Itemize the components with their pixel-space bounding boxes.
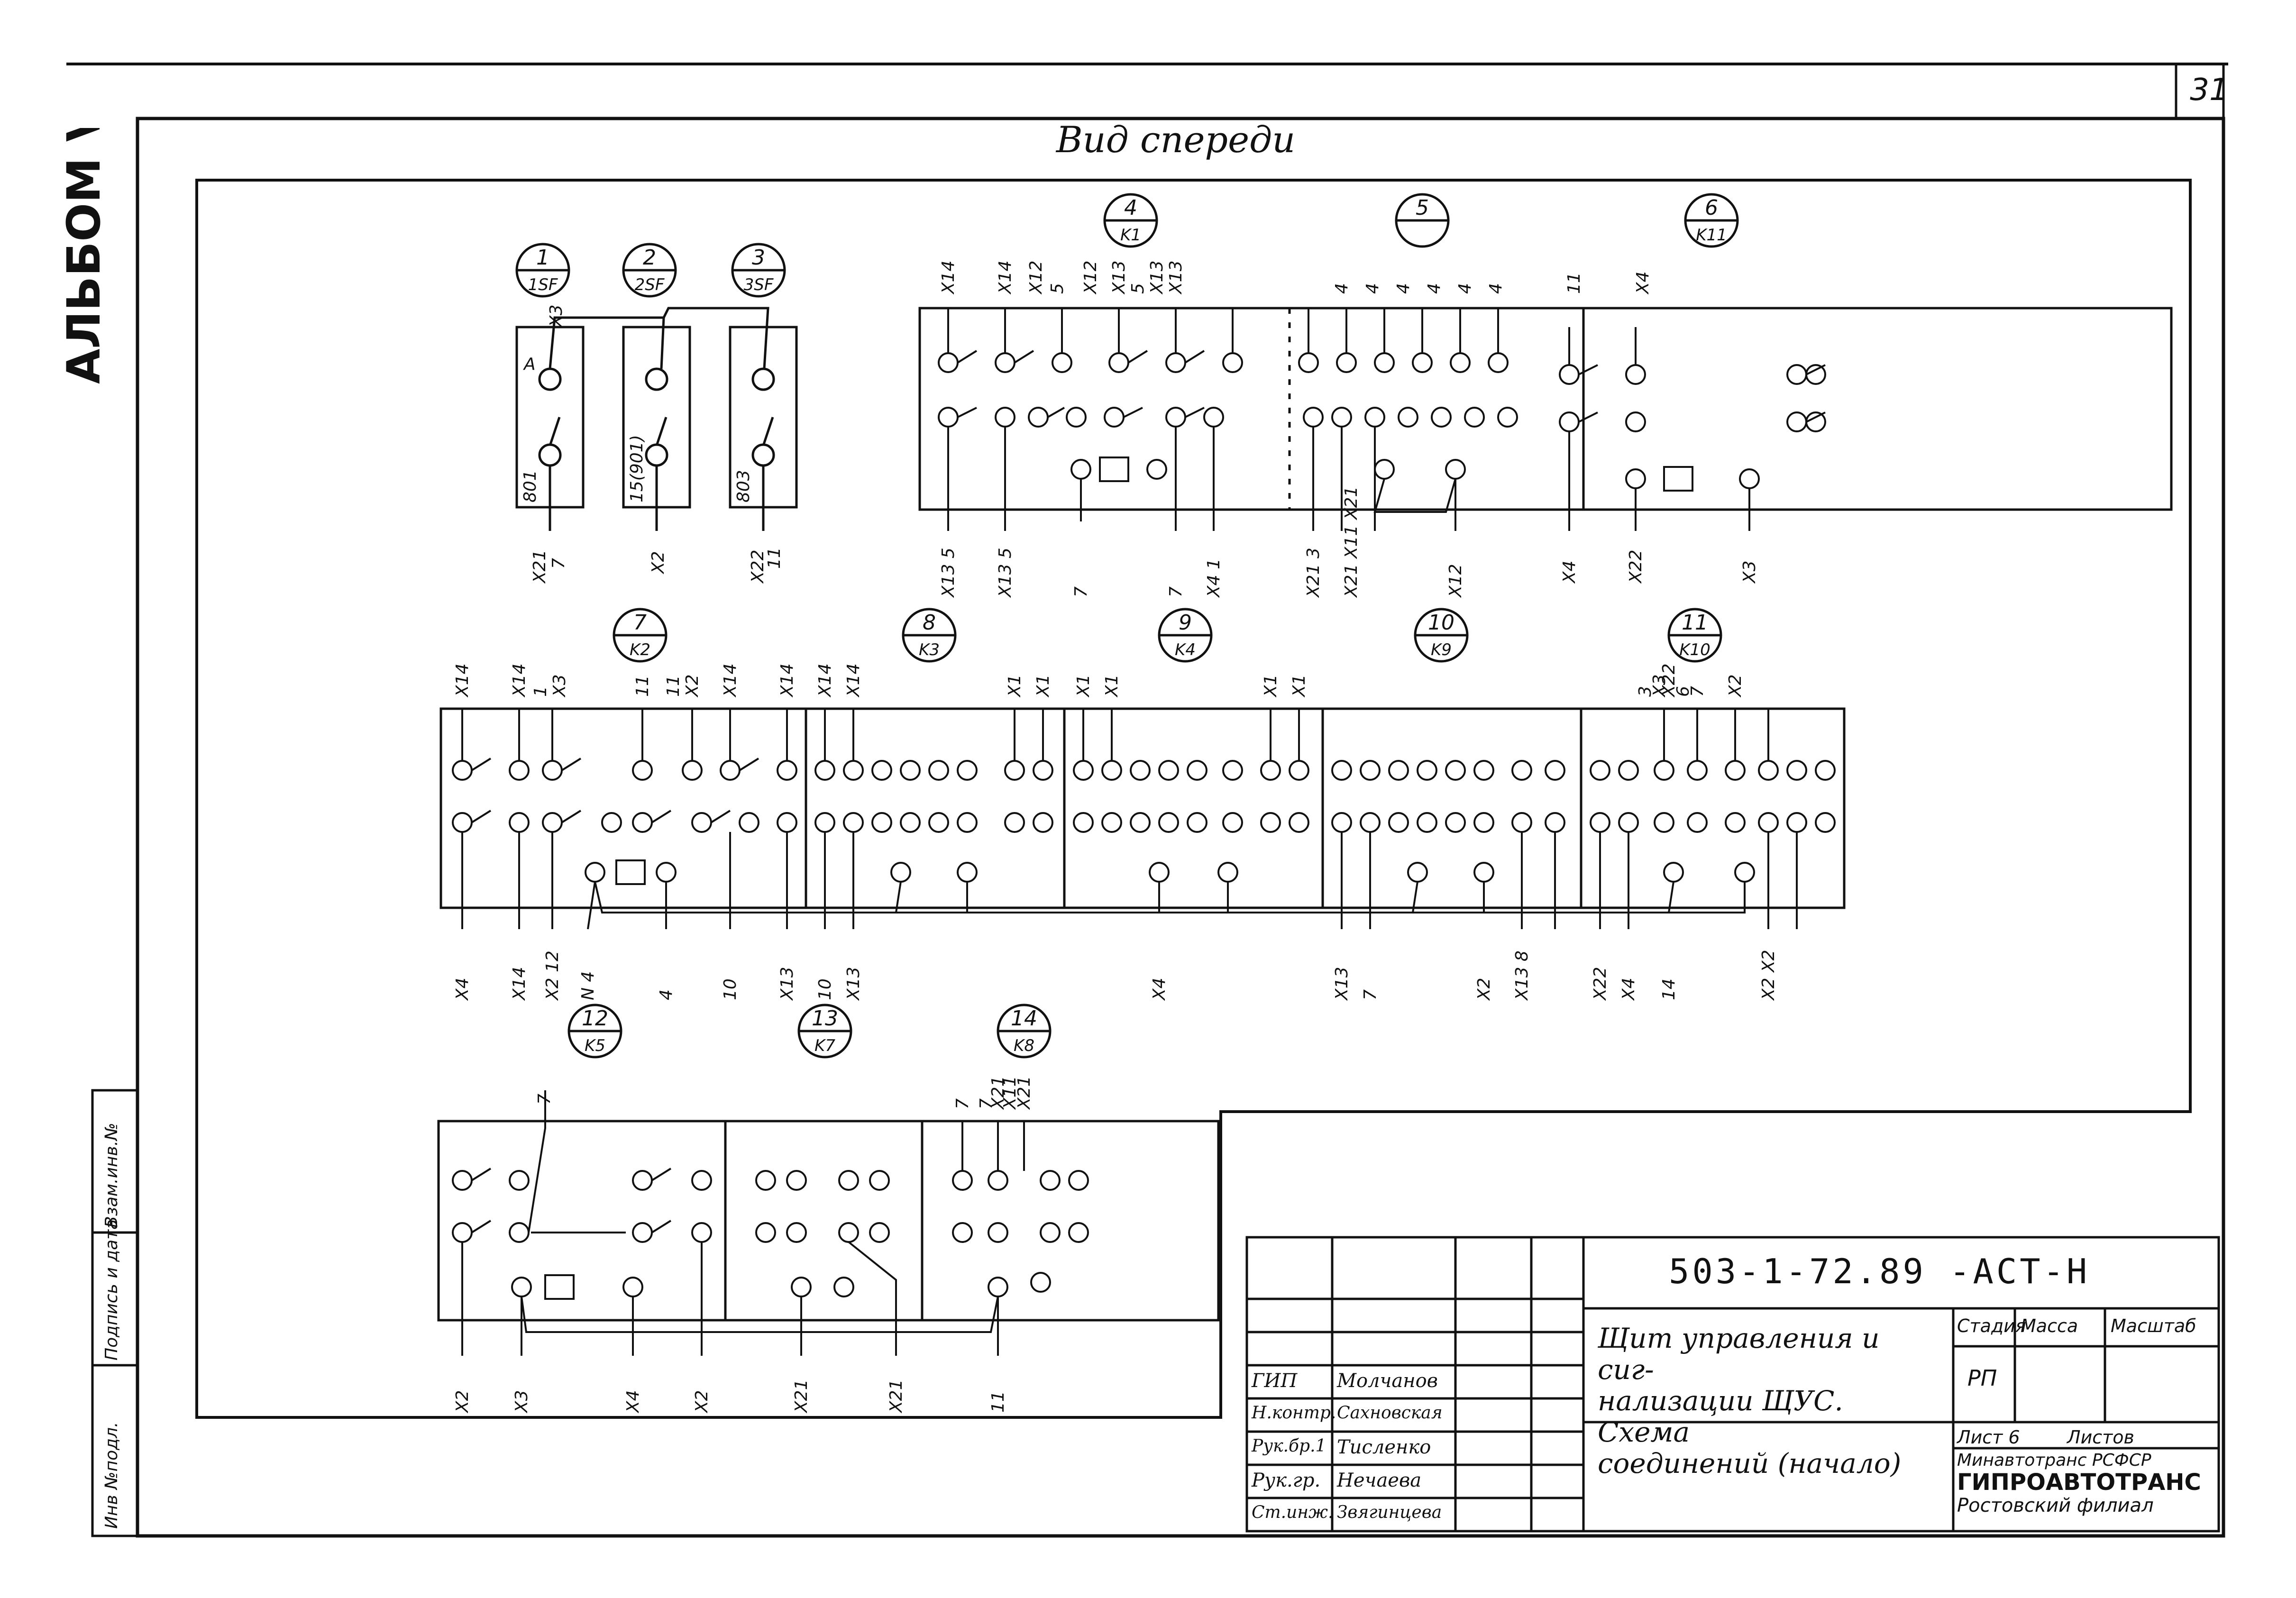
side-sign-label: Подпись и дата (102, 1219, 121, 1361)
mass-label: Масса (2021, 1315, 2078, 1336)
terminals-row1 (938, 352, 1826, 492)
staff-name: Звягинцева (1337, 1503, 1442, 1522)
staff-name: Тисленко (1337, 1436, 1431, 1458)
page-number: 31 (2190, 73, 2229, 108)
svg-text:АЛЬБОМ V: АЛЬБОМ V (57, 128, 110, 384)
staff-role: Н.контр. (1252, 1403, 1336, 1423)
side-replace-label: Взам.инв.№ (102, 1123, 121, 1228)
staff-name: Нечаева (1337, 1470, 1422, 1491)
inner-frame (136, 117, 2225, 1538)
title-block-grid (1245, 1236, 2220, 1533)
staff-name: Сахновская (1337, 1403, 1443, 1423)
document-description: Щит управления и сиг- нализации ЩУС. Схе… (1598, 1323, 1939, 1479)
terminals-row3 (452, 1170, 1089, 1300)
org-line2: ГИПРОАВТОТРАНС (1957, 1469, 2201, 1496)
sheet-label: Лист 6 (1957, 1427, 2020, 1448)
side-inv-label: Инв №подл. (102, 1422, 121, 1529)
document-code: 503-1-72.89 -АСТ-Н (1669, 1251, 2090, 1291)
view-title: Вид спереди (1056, 119, 1296, 161)
staff-name: Молчанов (1337, 1370, 1438, 1392)
staff-role: Рук.гр. (1252, 1470, 1321, 1491)
terminals-row2 (452, 760, 1836, 885)
breaker-group (515, 307, 798, 531)
panel-outline (195, 179, 2192, 1419)
stage-value: РП (1967, 1365, 1997, 1391)
album-title: АЛЬБОМ V (57, 128, 110, 384)
staff-role: ГИП (1252, 1370, 1298, 1392)
relay-panel-2 (439, 707, 1846, 909)
staff-role: Ст.инж. (1252, 1503, 1334, 1522)
scale-label: Масштаб (2111, 1315, 2196, 1336)
sheets-label: Листов (2067, 1427, 2134, 1448)
organization: Минавтотранс РСФСР ГИПРОАВТОТРАНС Ростов… (1957, 1451, 2223, 1516)
description-line: Щит управления и сиг- (1598, 1322, 1880, 1386)
org-line1: Минавтотранс РСФСР (1957, 1451, 2151, 1470)
org-line3: Ростовский филиал (1957, 1495, 2154, 1516)
description-line: нализации ЩУС. Схема (1598, 1385, 1843, 1448)
relay-panel-1 (918, 307, 2173, 511)
stage-label: Стадия (1957, 1315, 2026, 1336)
staff-role: Рук.бр.1 (1252, 1436, 1326, 1456)
description-line: соединений (начало) (1598, 1447, 1902, 1479)
relay-panel-3 (437, 1120, 1220, 1322)
device-circles (515, 193, 1739, 1059)
